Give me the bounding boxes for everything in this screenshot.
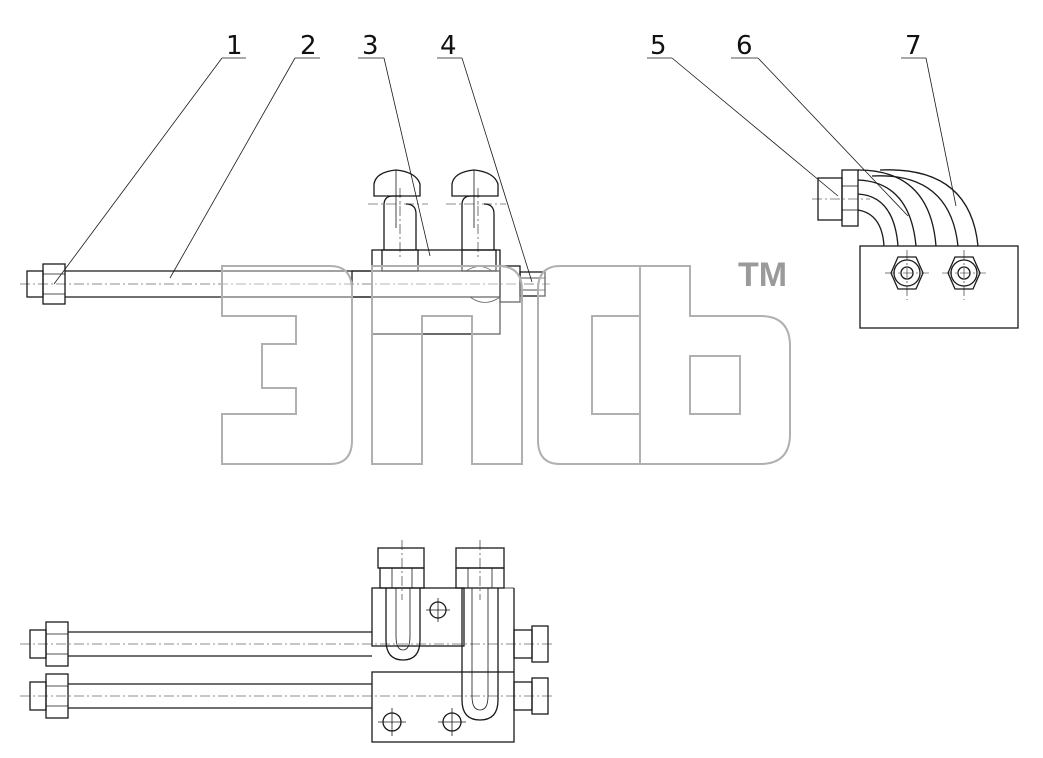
side-nut-left [885,250,929,300]
trademark-symbol: TM [738,256,787,294]
bottom-u-bends [385,588,499,721]
callout-4: 4 [440,31,457,61]
bottom-top-nuts [377,540,505,600]
callout-6: 6 [736,31,753,61]
side-nut [817,169,859,227]
bottom-view [20,540,552,743]
bolt-hole [438,708,466,736]
callout-numbers: 1 2 3 4 5 6 7 [226,31,922,61]
callout-2: 2 [300,31,317,61]
callout-5: 5 [650,31,667,61]
side-view [812,169,1019,329]
bolt-hole [426,598,450,622]
bottom-left-nuts [29,621,69,719]
top-view [20,169,550,335]
callout-7: 7 [905,31,922,61]
bottom-block [371,587,515,743]
side-block [859,245,1019,329]
callout-leaders [53,57,957,285]
bent-pipes [812,169,979,247]
top-elbow-left [368,169,428,260]
bolt-hole [378,708,406,736]
callout-1: 1 [226,31,243,61]
bottom-right-fittings [513,625,549,715]
callout-3: 3 [362,31,379,61]
right-end-fitting [499,265,546,303]
side-nut-right [942,250,986,300]
watermark-logo: TM [221,256,791,465]
bottom-pipes [20,631,552,709]
top-elbow-right [446,169,506,260]
long-pipe [20,270,550,298]
